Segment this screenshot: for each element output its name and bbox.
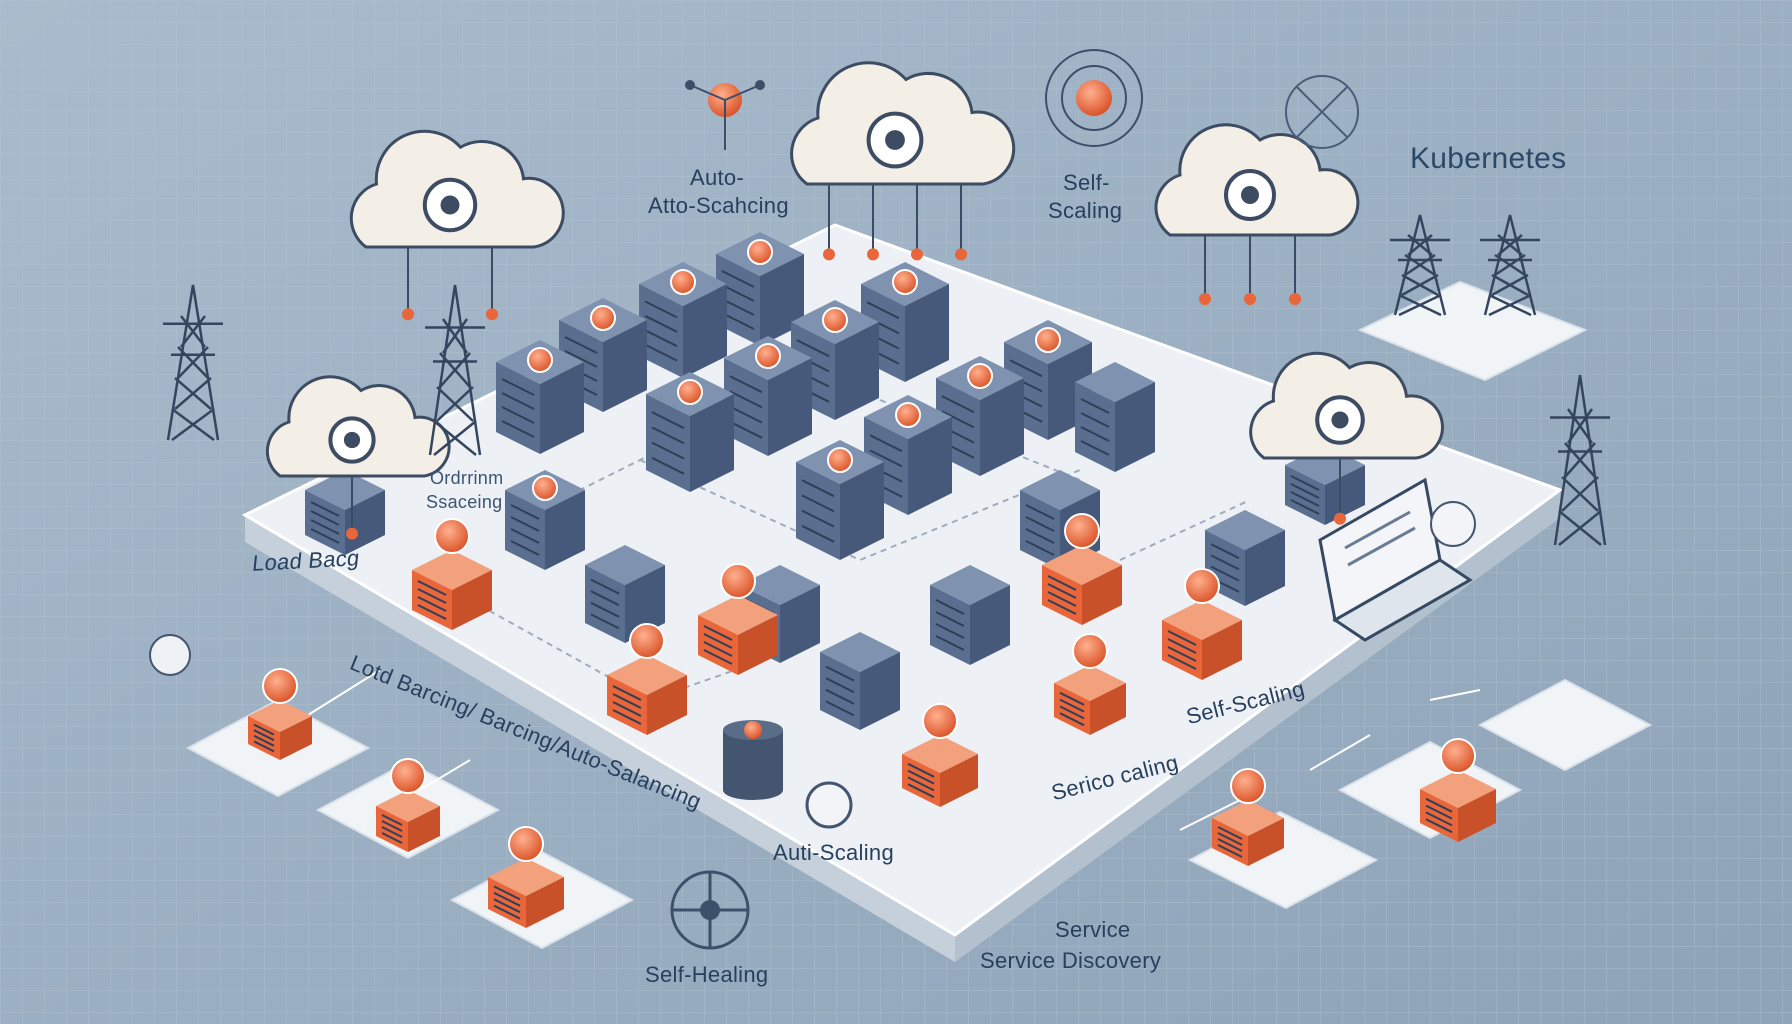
label-auto: Auto- [690,165,745,190]
pod-icon [607,655,687,735]
label-self: Self- [1063,170,1110,195]
tower-icon [1390,214,1450,317]
pod-marker-icon [390,758,426,794]
pod-marker-icon [922,703,958,739]
pod-icon [1212,800,1284,866]
tower-icon [1480,214,1540,317]
label-service: Service [1055,917,1131,942]
pod-marker-icon [1072,633,1108,669]
label-auto-scaling-top: Atto-Scahcing [648,193,789,218]
server-icon [820,632,900,730]
pod-icon [376,790,440,852]
pod-icon [1054,665,1126,735]
server-icon [646,372,734,492]
pod-icon [1420,770,1496,842]
pod-icon [698,595,778,675]
helm-icon [670,870,750,950]
label-service-discovery: Service Discovery [980,948,1162,973]
label-ordering-1: Ordrrinm [430,468,504,488]
server-icon [930,565,1010,665]
wheel-icon [1285,75,1359,149]
server-icon [724,336,812,456]
tower-group [163,214,1610,546]
network-node-icon [685,80,765,150]
pod-cluster [248,513,1496,928]
cloud-icon [790,61,1016,261]
server-cluster [305,232,1365,730]
storage-cylinder-icon [723,720,783,800]
pod-marker-icon [262,668,298,704]
round-icon [149,501,1476,829]
title-kubernetes: Kubernetes [1410,142,1567,175]
server-icon [639,262,727,378]
cloud-icon [1154,123,1360,305]
pod-marker-icon [1064,513,1100,549]
server-icon [496,340,584,454]
label-auto-scaling-bottom: Auti-Scaling [773,840,894,865]
server-icon [796,440,884,560]
pod-marker-icon [629,623,665,659]
pod-marker-icon [1184,568,1220,604]
pod-marker-icon [508,826,544,862]
cloud-group [265,61,1444,540]
pod-icon [412,550,492,630]
label-self-scaling-top: Scaling [1048,198,1123,223]
server-icon [505,470,585,570]
server-icon [716,232,804,346]
server-icon [1075,362,1155,472]
target-icon [1045,49,1143,147]
pod-marker-icon [720,563,756,599]
server-icon [936,356,1024,476]
laptop-icon [1318,477,1473,642]
pod-icon [488,858,564,928]
cloud-icon [265,375,451,540]
tower-icon [425,284,485,456]
tower-icon [1550,374,1610,546]
label-self-healing: Self-Healing [645,962,769,987]
pod-marker-icon [1230,768,1266,804]
cloud-icon [349,129,565,321]
pod-marker-icon [1440,738,1476,774]
tower-icon [163,284,223,442]
pod-marker-icon [434,518,470,554]
cloud-icon [1249,351,1444,525]
pod-icon [248,700,312,760]
pod-icon [1162,600,1242,680]
server-icon [559,298,647,412]
label-ordering-2: Ssaceing [426,492,503,512]
external-connectors [299,669,1481,831]
server-icon [585,545,665,643]
pod-icon [1042,545,1122,625]
pod-icon [902,735,978,807]
